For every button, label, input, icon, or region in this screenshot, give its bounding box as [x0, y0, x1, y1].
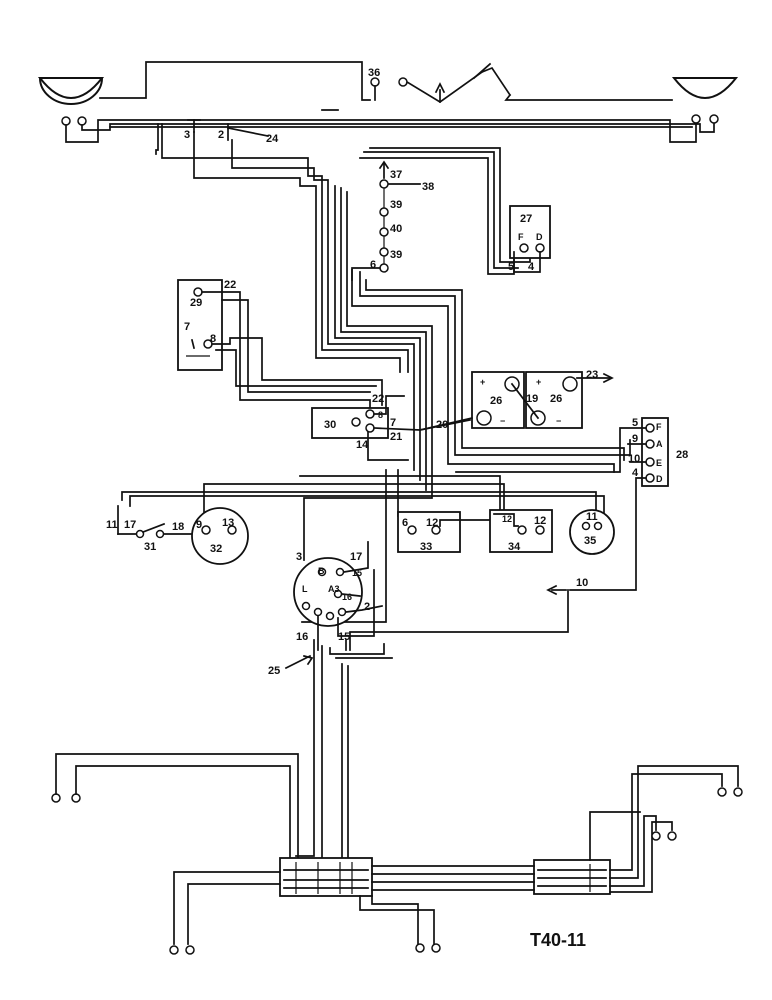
component-35 — [569, 509, 615, 555]
label-plus-left: + — [480, 377, 485, 387]
label-28-a: A — [656, 439, 663, 449]
label-7-mid: 7 — [390, 417, 396, 429]
label-38: 38 — [422, 181, 434, 193]
label-l: L — [302, 584, 308, 594]
switch-31 — [117, 505, 197, 539]
label-23: 23 — [586, 369, 598, 381]
number-labels: 36 3 2 24 37 38 39 40 39 6 27 F D 5 4 22… — [106, 67, 688, 950]
component-32 — [191, 507, 249, 565]
label-16-mid: 16 — [342, 592, 352, 602]
battery-26-right — [418, 371, 614, 432]
component-34 — [489, 509, 553, 553]
main-bundle — [155, 123, 631, 561]
label-4-right: 4 — [632, 467, 639, 479]
headlamp-terminals — [61, 114, 719, 126]
label-27: 27 — [520, 213, 532, 225]
battery-26-left — [471, 371, 525, 429]
component-33 — [397, 511, 495, 553]
label-26-right: 26 — [550, 393, 562, 405]
label-27-f: F — [518, 232, 524, 242]
label-40: 40 — [390, 223, 402, 235]
label-39-lower: 39 — [390, 249, 402, 261]
label-17-left: 17 — [124, 519, 136, 531]
label-9-mid: 9 — [196, 519, 202, 531]
ignition-switch — [293, 541, 384, 651]
label-5-right: 5 — [632, 417, 638, 429]
label-15-lower: 15 — [338, 631, 350, 643]
label-19: 19 — [526, 393, 538, 405]
label-5-top: 5 — [508, 261, 514, 273]
label-28: 28 — [676, 449, 688, 461]
label-24: 24 — [266, 133, 279, 145]
label-plus-right: + — [536, 377, 541, 387]
label-35: 35 — [584, 535, 596, 547]
label-31: 31 — [144, 541, 156, 553]
distribution-lines — [121, 469, 605, 623]
label-13: 13 — [222, 517, 234, 529]
label-8-top: 8 — [210, 333, 216, 345]
label-22-mid: 22 — [372, 393, 384, 405]
label-28-d: D — [656, 474, 663, 484]
label-6-mid: 6 — [402, 517, 408, 529]
lower-leads — [284, 584, 569, 871]
label-39-top: 39 — [390, 199, 402, 211]
component-29 — [177, 279, 383, 413]
label-6-top: 6 — [370, 259, 376, 271]
label-34-small: 12 — [502, 514, 512, 524]
label-b: B — [318, 566, 325, 576]
label-16-lower: 16 — [296, 631, 308, 643]
label-10-right: 10 — [628, 453, 640, 465]
component-27 — [509, 205, 551, 273]
component-28 — [455, 417, 669, 591]
headlamp-right — [671, 77, 739, 99]
bottom-junction-left — [279, 857, 373, 897]
label-12-mid: 12 — [426, 517, 438, 529]
label-20: 20 — [436, 419, 448, 431]
label-26-left: 26 — [490, 395, 502, 407]
label-8-mid: 8 — [378, 410, 383, 420]
label-34: 34 — [508, 541, 521, 553]
label-11-right: 11 — [586, 511, 598, 523]
label-a3: A3 — [328, 584, 340, 594]
label-28-f: F — [656, 422, 662, 432]
switch-column-37-40 — [351, 160, 421, 281]
label-minus-right: − — [556, 416, 561, 426]
label-4-top: 4 — [528, 261, 535, 273]
label-33: 33 — [420, 541, 432, 553]
label-27-d: D — [536, 232, 543, 242]
label-3-top: 3 — [184, 129, 190, 141]
label-25: 25 — [268, 665, 280, 677]
label-10-lower: 10 — [576, 577, 588, 589]
diagram-code: T40-11 — [530, 930, 586, 950]
label-2-top: 2 — [218, 129, 224, 141]
label-36: 36 — [368, 67, 380, 79]
label-18: 18 — [172, 521, 184, 533]
label-14: 14 — [356, 439, 369, 451]
bottom-left-lamps — [51, 753, 309, 869]
label-minus-left: − — [500, 416, 505, 426]
bottom-lower-lamps — [169, 871, 441, 955]
label-29: 29 — [190, 297, 202, 309]
label-7-top: 7 — [184, 321, 190, 333]
component-30 — [311, 395, 472, 461]
label-32: 32 — [210, 543, 222, 555]
label-3-mid: 3 — [296, 551, 302, 563]
headlamp-left — [37, 77, 105, 105]
label-37: 37 — [390, 169, 402, 181]
bottom-junction-right — [533, 859, 611, 895]
top-harness — [65, 61, 715, 143]
label-28-e: E — [656, 458, 662, 468]
top-splices — [187, 119, 270, 141]
label-11-left: 11 — [106, 519, 118, 531]
label-15-mid: 15 — [352, 568, 362, 578]
bottom-cross-harness — [371, 765, 743, 893]
label-9-right: 9 — [632, 433, 638, 445]
label-12-right: 12 — [534, 515, 546, 527]
label-21: 21 — [390, 431, 402, 443]
label-2-mid: 2 — [364, 601, 370, 613]
label-30: 30 — [324, 419, 336, 431]
label-17-mid: 17 — [350, 551, 362, 563]
label-22-top: 22 — [224, 279, 236, 291]
